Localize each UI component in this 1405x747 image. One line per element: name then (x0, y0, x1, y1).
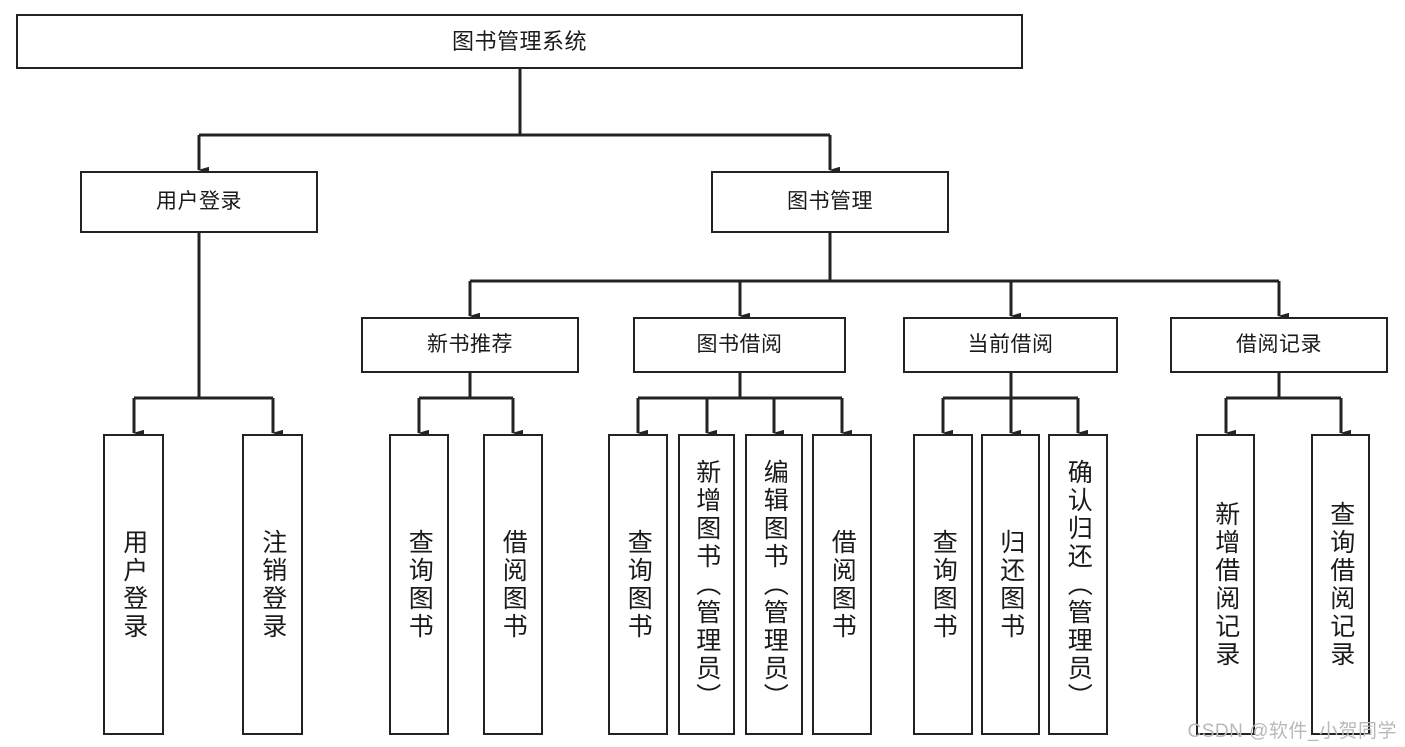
node-label-borrow-record: 借阅记录 (1236, 332, 1322, 356)
node-label-leaf-return: 归还图书 (996, 528, 1025, 641)
node-label-root: 图书管理系统 (451, 28, 587, 54)
node-label-user-login: 用户登录 (156, 189, 242, 213)
node-label-book-borrow: 图书借阅 (696, 332, 783, 356)
node-label-leaf-user-login: 用户登录 (119, 528, 148, 641)
node-label-book-manage: 图书管理 (787, 189, 873, 213)
node-leaf-borrow-1[interactable]: 借阅图书 (483, 434, 543, 735)
node-root[interactable]: 图书管理系统 (16, 14, 1023, 69)
node-leaf-query-2[interactable]: 查询图书 (608, 434, 668, 735)
edge-paths (132, 69, 1351, 437)
node-label-new-book-rec: 新书推荐 (427, 332, 513, 356)
node-leaf-query-rec[interactable]: 查询借阅记录 (1311, 434, 1370, 735)
node-borrow-record[interactable]: 借阅记录 (1170, 317, 1388, 373)
node-label-leaf-confirm: 确认归还（管理员） (1064, 458, 1093, 711)
watermark-text: CSDN @软件_小贺同学 (1187, 721, 1397, 742)
node-leaf-edit-book[interactable]: 编辑图书（管理员） (745, 434, 803, 735)
node-leaf-add-book[interactable]: 新增图书（管理员） (678, 434, 735, 735)
node-label-leaf-add-book: 新增图书（管理员） (692, 458, 721, 711)
node-current-borrow[interactable]: 当前借阅 (903, 317, 1118, 373)
node-label-leaf-borrow-2: 借阅图书 (828, 528, 857, 641)
node-leaf-return[interactable]: 归还图书 (981, 434, 1040, 735)
node-leaf-query-3[interactable]: 查询图书 (913, 434, 973, 735)
node-label-leaf-borrow-1: 借阅图书 (499, 528, 528, 641)
node-label-leaf-query-rec: 查询借阅记录 (1326, 500, 1355, 669)
node-label-leaf-edit-book: 编辑图书（管理员） (760, 458, 789, 711)
node-label-leaf-query-3: 查询图书 (929, 528, 958, 641)
node-book-manage[interactable]: 图书管理 (711, 171, 949, 233)
node-label-leaf-query-2: 查询图书 (624, 528, 653, 641)
node-label-leaf-query-1: 查询图书 (405, 528, 434, 641)
node-leaf-confirm[interactable]: 确认归还（管理员） (1048, 434, 1108, 735)
node-label-leaf-add-rec: 新增借阅记录 (1211, 500, 1240, 669)
node-leaf-query-1[interactable]: 查询图书 (389, 434, 449, 735)
node-leaf-user-login[interactable]: 用户登录 (103, 434, 164, 735)
node-new-book-rec[interactable]: 新书推荐 (361, 317, 579, 373)
node-book-borrow[interactable]: 图书借阅 (633, 317, 846, 373)
node-leaf-logout[interactable]: 注销登录 (242, 434, 303, 735)
node-label-leaf-logout: 注销登录 (258, 528, 287, 641)
node-leaf-add-rec[interactable]: 新增借阅记录 (1196, 434, 1255, 735)
node-user-login[interactable]: 用户登录 (80, 171, 318, 233)
node-leaf-borrow-2[interactable]: 借阅图书 (812, 434, 872, 735)
node-label-current-borrow: 当前借阅 (967, 332, 1054, 356)
